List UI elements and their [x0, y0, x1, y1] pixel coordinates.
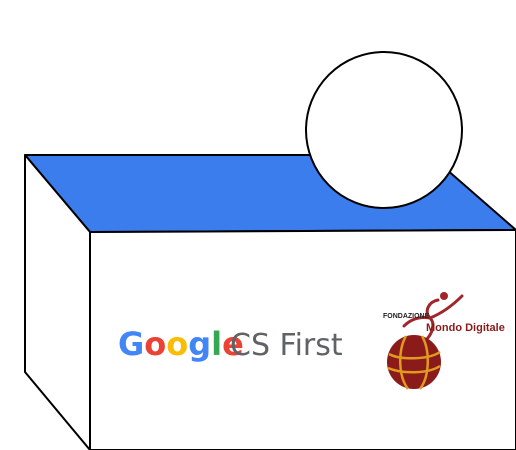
ball: [305, 51, 463, 209]
cs-first-label: CS First: [230, 328, 343, 363]
figure-head-icon: [440, 292, 448, 300]
google-cs-first-logo: Google CS First: [118, 325, 343, 363]
fondazione-mondo-digitale-logo: FONDAZIONE Mondo Digitale: [383, 292, 505, 390]
fondazione-label: FONDAZIONE: [383, 313, 430, 320]
globe-icon: [387, 335, 441, 389]
google-letter: G: [118, 325, 144, 363]
box-front-face: [89, 229, 516, 450]
google-letter: e: [222, 325, 244, 363]
google-letter: o: [144, 325, 166, 363]
svg-text:Google: Google: [118, 325, 244, 363]
globe-lines-icon: [387, 335, 441, 390]
google-letter: g: [188, 325, 211, 363]
box-left-face: [24, 154, 91, 450]
google-letter: o: [166, 325, 188, 363]
figure-icon: [402, 294, 464, 342]
mondo-digitale-label: Mondo Digitale: [426, 322, 505, 334]
google-letter: l: [211, 325, 222, 363]
